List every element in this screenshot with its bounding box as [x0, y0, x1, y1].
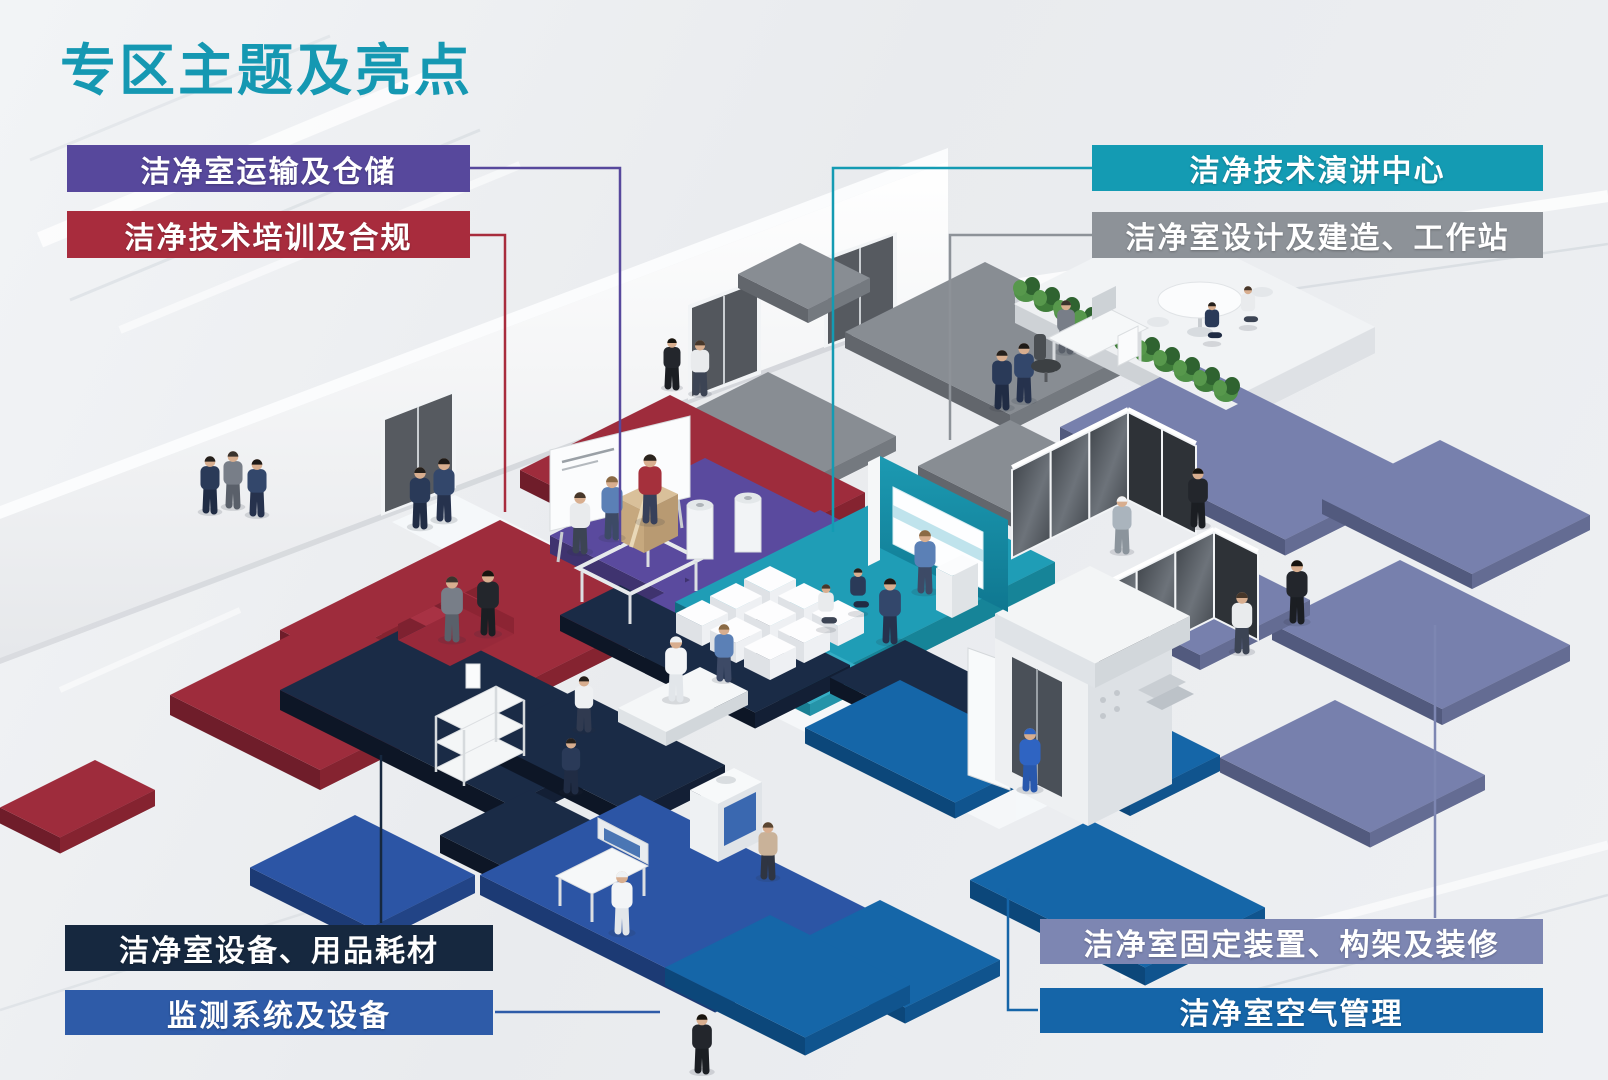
workstation [554, 817, 650, 922]
zone-banner-speech: 洁净技术演讲中心 [1092, 145, 1543, 191]
film-roll [734, 492, 762, 553]
person [689, 1014, 715, 1077]
zone-label: 洁净室固定装置、构架及装修 [1083, 928, 1500, 962]
person [847, 568, 870, 618]
connector-transport [470, 166, 622, 545]
round-table [1157, 281, 1243, 337]
zone-label: 洁净室设计及建造、工作站 [1125, 222, 1510, 255]
person [197, 456, 223, 516]
person [688, 340, 712, 398]
podium [936, 555, 978, 618]
zone-label: 洁净技术培训及合规 [124, 221, 413, 255]
zone-label: 洁净室设备、用品耗材 [119, 935, 439, 968]
person [220, 451, 246, 511]
connector-lines [379, 166, 1437, 1014]
connector-training [470, 233, 507, 512]
person [437, 576, 467, 645]
zone-label: 洁净室运输及仓储 [140, 155, 397, 189]
zone-label: 洁净室空气管理 [1179, 997, 1404, 1031]
person [661, 636, 691, 705]
foreground-props [936, 286, 1150, 618]
zone-label: 洁净技术演讲中心 [1189, 155, 1446, 188]
film-roll [686, 499, 714, 560]
zone-banner-equipment: 洁净室设备、用品耗材 [65, 925, 493, 971]
person [406, 467, 434, 532]
zone-banner-air: 洁净室空气管理 [1040, 988, 1543, 1033]
page-title: 专区主题及亮点 [60, 39, 473, 102]
zone-banner-fixtures: 洁净室固定装置、构架及装修 [1040, 919, 1543, 964]
person [1228, 592, 1256, 657]
person [711, 624, 737, 684]
person [1238, 286, 1259, 331]
cleanroom-cart [434, 663, 526, 786]
person [815, 584, 838, 634]
people [197, 286, 1311, 1077]
person [1016, 728, 1044, 795]
zone-banner-training: 洁净技术培训及合规 [67, 211, 470, 258]
person [1185, 468, 1211, 531]
person [430, 458, 458, 525]
zone-banner-transport: 洁净室运输及仓储 [67, 145, 470, 192]
person [911, 530, 939, 597]
zone-banner-monitoring: 监测系统及设备 [65, 990, 493, 1035]
device-pedestal [690, 768, 762, 862]
person [1109, 496, 1135, 556]
person [989, 350, 1015, 413]
person [598, 476, 626, 543]
zone-banner-design: 洁净室设计及建造、工作站 [1092, 212, 1543, 258]
person [608, 871, 636, 938]
person [1283, 560, 1311, 627]
person [755, 822, 781, 882]
person [1011, 343, 1037, 406]
person [572, 676, 596, 734]
air-shower-unit [967, 566, 1194, 826]
connector-design [948, 233, 1092, 440]
connector-speech [831, 166, 1092, 532]
hall-wall [0, 148, 948, 664]
person [635, 454, 665, 527]
person [473, 570, 503, 639]
person [661, 338, 683, 392]
person [566, 492, 594, 557]
person [244, 459, 270, 519]
chair-icon [1147, 287, 1273, 327]
person [875, 578, 905, 647]
person [559, 738, 583, 796]
zone-label: 监测系统及设备 [167, 999, 391, 1033]
person [1202, 302, 1223, 347]
office-chair-icon [1031, 334, 1061, 382]
office-desk [1031, 286, 1150, 382]
connector-air [1006, 888, 1038, 1012]
